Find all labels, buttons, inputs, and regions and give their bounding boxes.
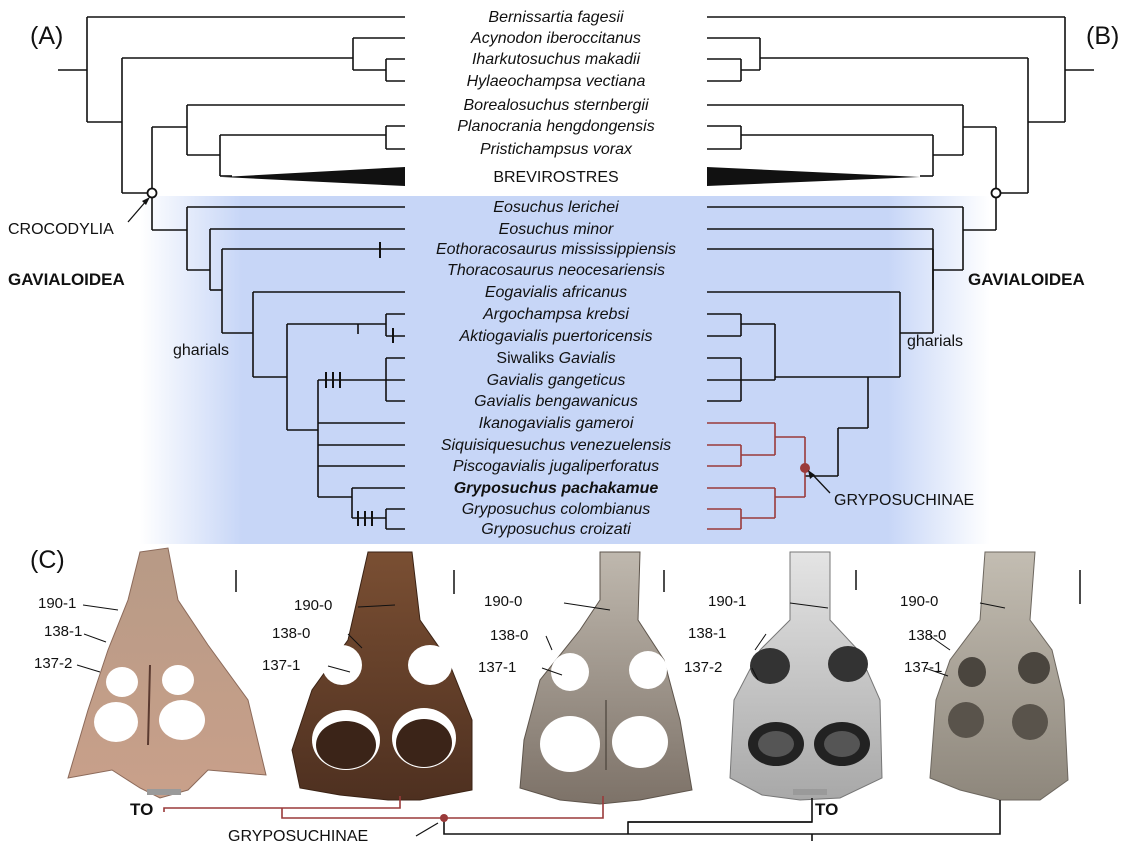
brevirostres-wedge-b — [707, 167, 920, 186]
taxon-label: Gryposuchus colombianus — [462, 501, 651, 518]
to-label-left: TO — [130, 800, 153, 819]
skull-character-label: 190-1 — [38, 595, 76, 612]
taxon-label: Siwaliks Gavialis — [496, 350, 615, 367]
skull-character-label: 138-0 — [908, 627, 946, 644]
skull-character-label: 137-1 — [262, 657, 300, 674]
taxon-label: Bernissartia fagesii — [488, 9, 624, 26]
to-label-right: TO — [815, 800, 838, 819]
gavialoidea-label-b: GAVIALOIDEA — [968, 270, 1085, 289]
skull-5 — [930, 552, 1068, 800]
gavialoidea-label-a: GAVIALOIDEA — [8, 270, 125, 289]
skull-tree-arrow — [416, 823, 438, 836]
panel-label-b: (B) — [1086, 22, 1119, 50]
skull-tree — [444, 798, 1000, 841]
skull-character-label: 190-0 — [484, 593, 522, 610]
skull-character-label: 138-0 — [490, 627, 528, 644]
taxon-label: Gryposuchus pachakamue — [454, 480, 659, 497]
skull-character-label: 190-1 — [708, 593, 746, 610]
gharials-label-b: gharials — [907, 333, 963, 350]
to-scale-left — [147, 789, 181, 795]
skull-4 — [730, 552, 882, 800]
panel-label-c: (C) — [30, 546, 65, 574]
gryposuchinae-label-tree: GRYPOSUCHINAE — [834, 492, 974, 509]
taxon-label: Siquisiquesuchus venezuelensis — [441, 437, 671, 454]
taxon-label: Hylaeochampsa vectiana — [467, 73, 646, 90]
taxon-label: Gavialis gangeticus — [487, 372, 626, 389]
taxon-label: Ikanogavialis gameroi — [479, 415, 634, 432]
crocodylia-label: CROCODYLIA — [8, 221, 114, 238]
crocodylia-node-a — [148, 189, 157, 198]
taxon-label: BREVIROSTRES — [493, 169, 618, 186]
skull-character-label: 190-0 — [294, 597, 332, 614]
skull-2 — [292, 552, 472, 800]
taxon-label: Gryposuchus croizati — [481, 521, 631, 538]
taxon-label: Borealosuchus sternbergii — [464, 97, 649, 114]
taxon-label: Acynodon iberoccitanus — [470, 30, 641, 47]
to-scale-right — [793, 789, 827, 795]
skull-tree-gryposuchinae-node — [440, 814, 448, 822]
skull-character-label: 137-1 — [904, 659, 942, 676]
taxon-label: Pristichampsus vorax — [480, 141, 633, 158]
panel-label-a: (A) — [30, 22, 63, 50]
taxon-label: Eosuchus minor — [499, 221, 614, 238]
gharials-label-a: gharials — [173, 342, 229, 359]
skull-character-label: 137-2 — [34, 655, 72, 672]
taxon-label: Piscogavialis jugaliperforatus — [453, 458, 659, 475]
crocodylia-node-b — [992, 189, 1001, 198]
taxon-label: Eosuchus lerichei — [493, 199, 619, 216]
taxon-label: Aktiogavialis puertoricensis — [459, 328, 653, 345]
taxon-label: Gavialis bengawanicus — [474, 393, 638, 410]
taxon-label: Iharkutosuchus makadii — [472, 51, 641, 68]
skull-character-label: 137-2 — [684, 659, 722, 676]
taxon-label: Thoracosaurus neocesariensis — [447, 262, 665, 279]
taxon-label: Eothoracosaurus mississippiensis — [436, 241, 676, 258]
skull-character-label: 138-0 — [272, 625, 310, 642]
brevirostres-wedge-a — [222, 167, 405, 186]
skull-character-label: 137-1 — [478, 659, 516, 676]
taxon-label: Argochampsa krebsi — [482, 306, 629, 323]
taxon-label: Eogavialis africanus — [485, 284, 627, 301]
skull-character-label: 138-1 — [44, 623, 82, 640]
skull-3 — [520, 552, 692, 804]
skull-character-label: 190-0 — [900, 593, 938, 610]
gryposuchinae-label-skulls: GRYPOSUCHINAE — [228, 828, 368, 841]
taxon-label: Planocrania hengdongensis — [457, 118, 654, 135]
skull-character-label: 138-1 — [688, 625, 726, 642]
